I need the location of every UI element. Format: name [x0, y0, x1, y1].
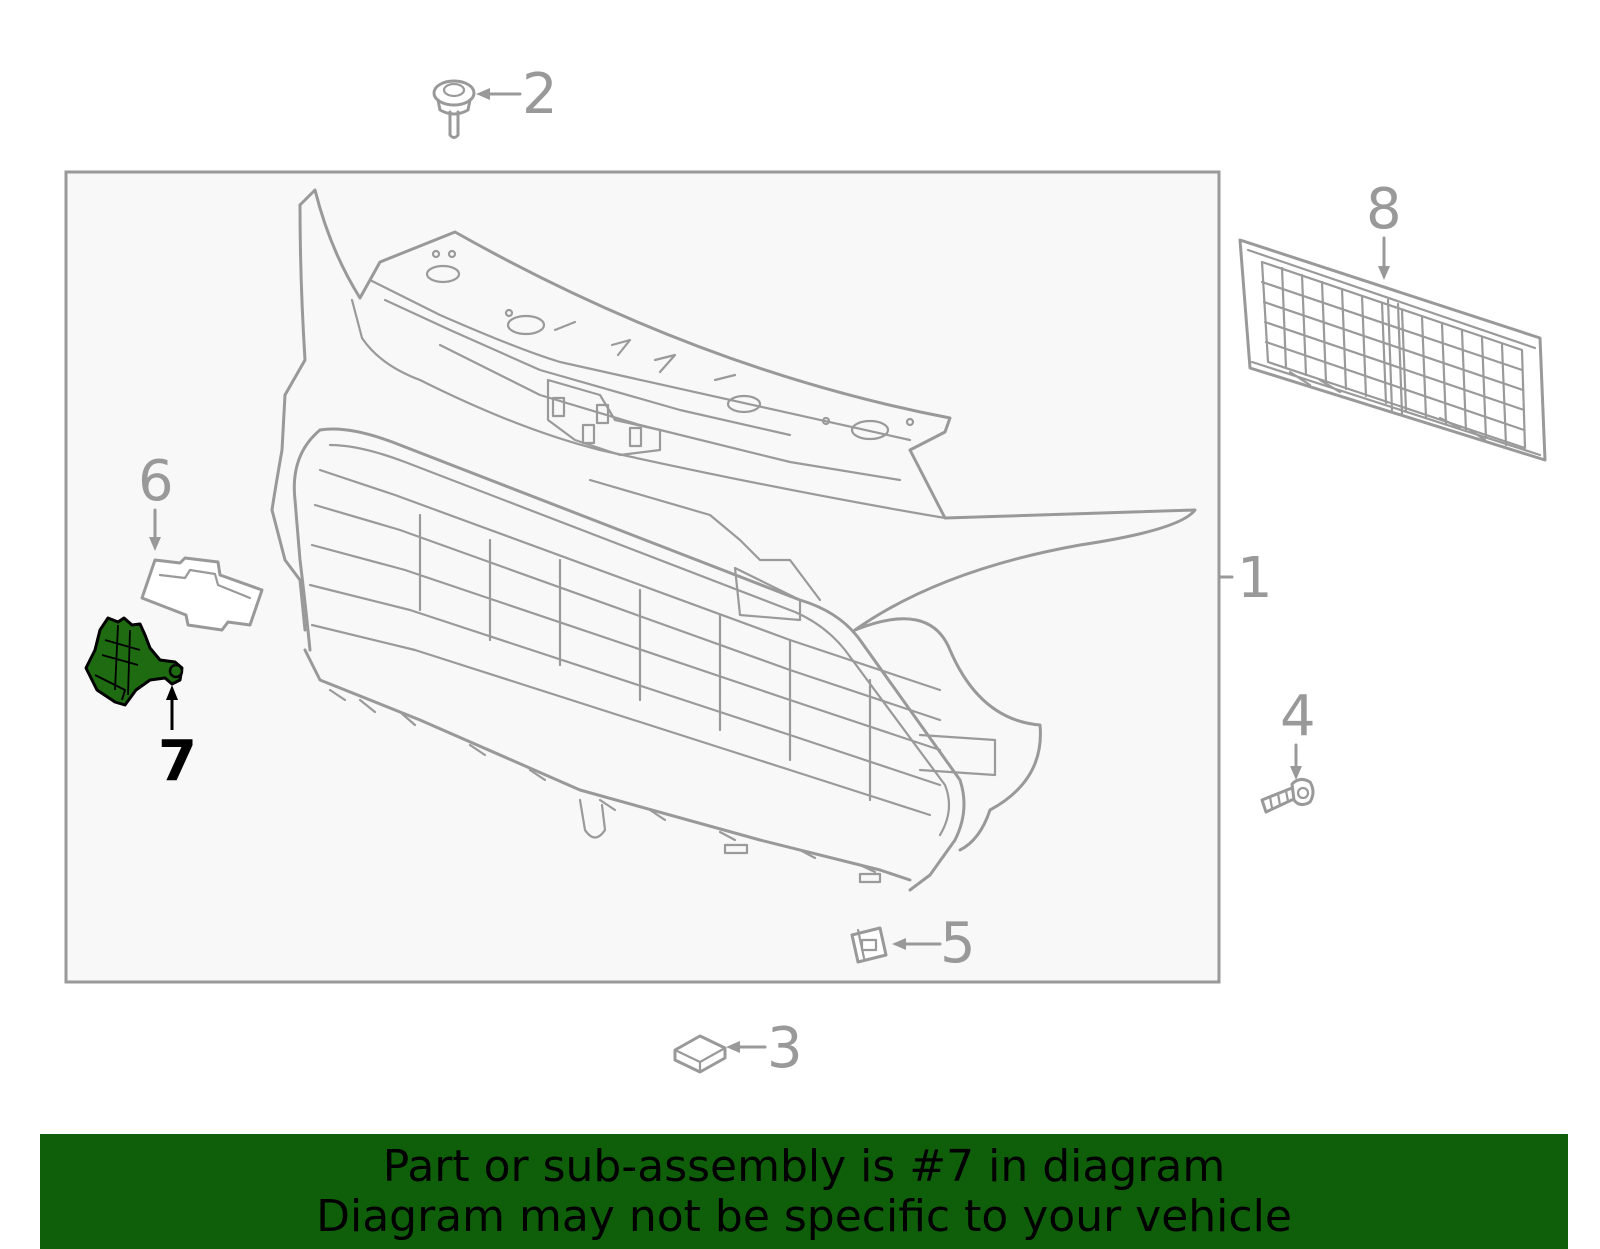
arrow-head-7 [166, 685, 178, 700]
mesh-grid [1260, 266, 1526, 447]
callout-5: 5 [940, 911, 976, 976]
arrow-head-2 [476, 88, 490, 100]
clip-part-3[interactable] [673, 1034, 727, 1074]
assembly-frame [64, 170, 1221, 984]
emblem-part-6[interactable] [140, 556, 264, 632]
callout-2: 2 [522, 62, 558, 127]
callout-8: 8 [1366, 177, 1402, 242]
grille-insert-part-8[interactable] [1238, 238, 1547, 462]
arrow-head-8 [1378, 266, 1390, 280]
callout-1: 1 [1237, 546, 1273, 611]
arrow-head-6 [149, 537, 161, 551]
callout-3: 3 [767, 1016, 803, 1081]
info-banner: Part or sub-assembly is #7 in diagram Di… [40, 1134, 1568, 1249]
arrow-head-5 [892, 938, 906, 950]
screw-part-4[interactable] [1260, 777, 1315, 814]
bolt-part-2[interactable] [432, 79, 476, 139]
grille-assembly-part-1[interactable] [270, 188, 1197, 892]
arrow-head-4 [1290, 766, 1302, 780]
nut-part-5[interactable] [850, 926, 888, 964]
banner-line-2: Diagram may not be specific to your vehi… [316, 1191, 1292, 1242]
callout-7: 7 [158, 729, 197, 794]
bracket-part-7-highlighted[interactable] [84, 616, 184, 707]
callout-4: 4 [1280, 684, 1316, 749]
banner-line-1: Part or sub-assembly is #7 in diagram [382, 1141, 1226, 1192]
arrow-head-3 [726, 1041, 740, 1053]
callout-6: 6 [138, 449, 174, 514]
